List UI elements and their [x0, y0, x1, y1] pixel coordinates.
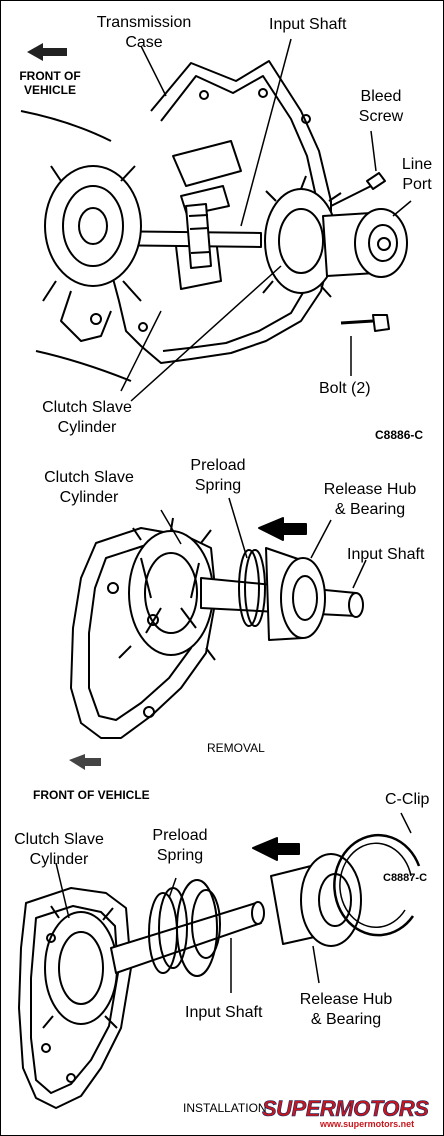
removal-preload-spring-label: Preload Spring [190, 457, 246, 494]
figure-code: C8886-C [375, 428, 424, 442]
installation-release-hub-bearing-label: Release Hub & Bearing [299, 991, 393, 1028]
front-of-vehicle-label: FRONT OF VEHICLE [19, 69, 81, 97]
input-shaft-label: Input Shaft [269, 16, 347, 33]
installation-figure-code: C8887-C [383, 872, 428, 884]
removal-front-of-vehicle-label: FRONT OF VEHICLE [33, 788, 150, 802]
removal-clutch-slave-cylinder-label: Clutch Slave Cylinder [44, 469, 134, 506]
c-clip-label: C-Clip [385, 791, 430, 808]
installation-input-shaft-label: Input Shaft [185, 1004, 263, 1021]
bolt-label: Bolt (2) [319, 380, 371, 397]
front-arrow-icon [69, 754, 101, 770]
top-panel: Transmission Case Input Shaft FRONT OF V… [0, 0, 444, 449]
transmission-case-label: Transmission Case [96, 14, 192, 51]
removal-release-hub-bearing-label: Release Hub & Bearing [323, 481, 417, 518]
slave-cylinder-illustration [18, 497, 421, 1109]
supermotors-watermark: SUPERMOTORS www.supermotors.net [262, 1096, 440, 1132]
installation-preload-spring-label: Preload Spring [152, 827, 208, 864]
bleed-screw-label: Bleed Screw [358, 88, 404, 125]
line-port-label: Line Port [401, 156, 433, 193]
removal-direction-arrow-icon [258, 517, 307, 541]
bottom-panel: Clutch Slave Cylinder Preload Spring Rel… [0, 448, 444, 1136]
watermark-url: www.supermotors.net [320, 1119, 415, 1129]
removal-caption: REMOVAL [207, 741, 265, 755]
watermark-brand: SUPERMOTORS [262, 1096, 430, 1122]
installation-caption: INSTALLATION [183, 1101, 267, 1115]
clutch-slave-cylinder-label: Clutch Slave Cylinder [42, 399, 132, 436]
installation-clutch-slave-cylinder-label: Clutch Slave Cylinder [14, 831, 104, 868]
front-arrow-icon [27, 43, 67, 61]
installation-direction-arrow-icon [252, 837, 300, 861]
transmission-case-illustration [20, 38, 412, 402]
removal-input-shaft-label: Input Shaft [347, 546, 425, 563]
